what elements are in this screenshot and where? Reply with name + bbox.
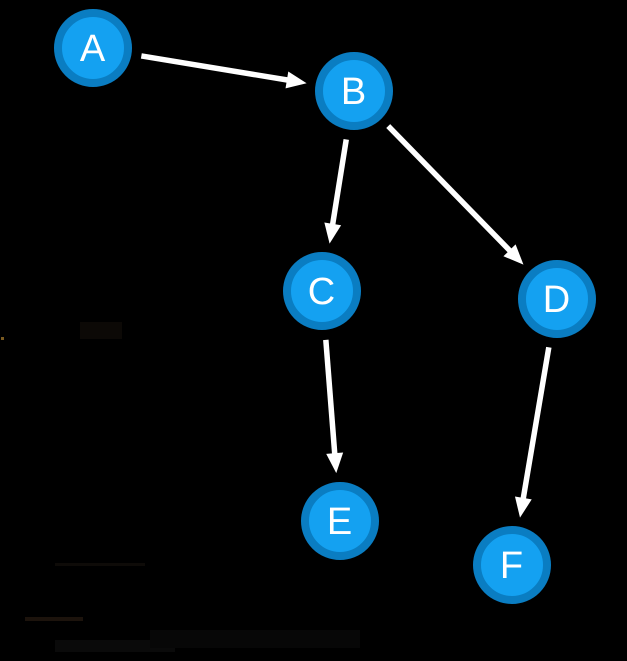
node-label: D <box>543 279 571 321</box>
edge-line <box>329 138 349 227</box>
arrowhead-icon <box>324 222 342 244</box>
node-circle[interactable] <box>518 260 596 338</box>
arrowhead-icon <box>285 71 307 89</box>
arrowhead-icon <box>326 452 344 474</box>
edge-line <box>140 53 290 83</box>
node-circle[interactable] <box>283 252 361 330</box>
node-circle[interactable] <box>315 52 393 130</box>
node-label: F <box>500 545 524 587</box>
arrowhead-icon <box>503 244 524 265</box>
node-B[interactable]: B <box>315 52 393 130</box>
node-label: B <box>341 71 367 113</box>
node-C[interactable]: C <box>283 252 361 330</box>
node-label: A <box>80 28 106 70</box>
edge-D-F <box>514 346 552 518</box>
edge-line <box>323 339 338 456</box>
node-D[interactable]: D <box>518 260 596 338</box>
edge-B-C <box>324 138 349 244</box>
node-label: C <box>308 271 336 313</box>
edge-B-D <box>386 124 524 265</box>
edge-line <box>386 124 513 254</box>
edge-A-B <box>140 53 307 89</box>
node-circle[interactable] <box>54 9 132 87</box>
node-label: E <box>327 501 353 543</box>
edge-line <box>520 346 552 501</box>
edge-C-E <box>323 339 344 474</box>
node-circle[interactable] <box>473 526 551 604</box>
node-A[interactable]: A <box>54 9 132 87</box>
arrowhead-icon <box>514 496 532 518</box>
node-circle[interactable] <box>301 482 379 560</box>
node-E[interactable]: E <box>301 482 379 560</box>
node-F[interactable]: F <box>473 526 551 604</box>
